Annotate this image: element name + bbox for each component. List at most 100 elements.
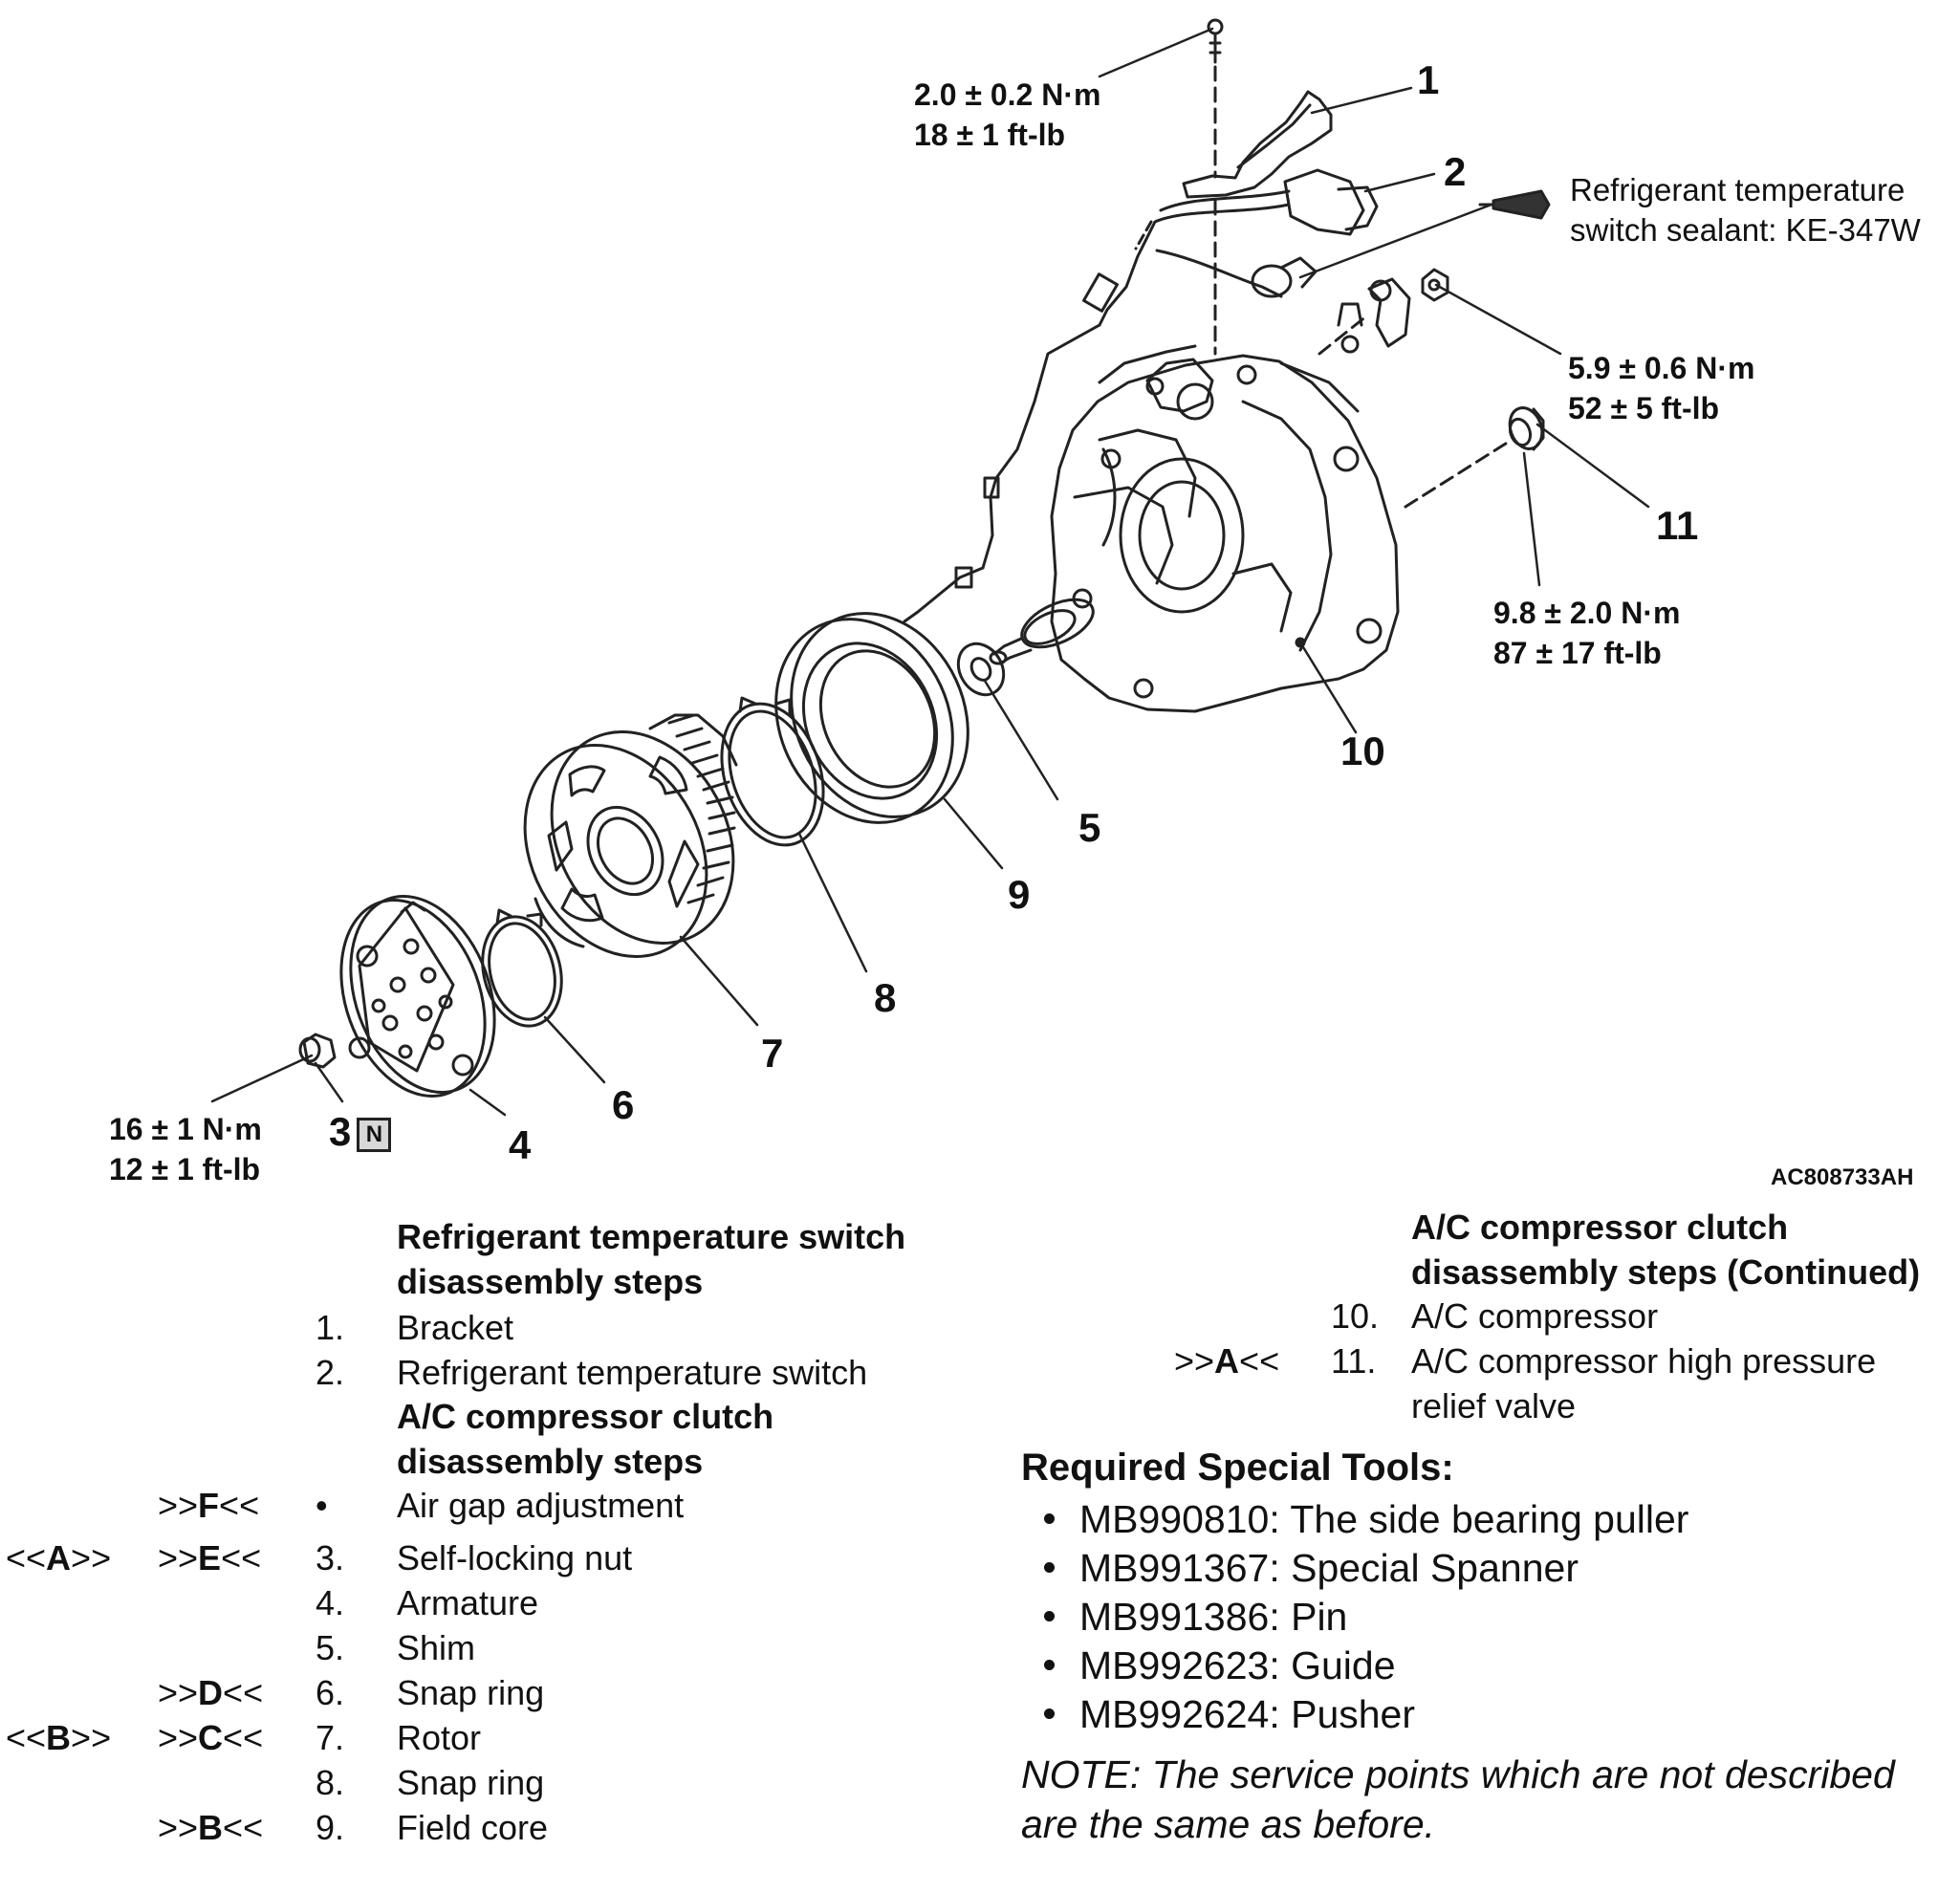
torque-ftlb: 52 ± 5 ft-lb bbox=[1568, 391, 1720, 425]
torque-bracket-bolt: 2.0 ± 0.2 N·m 18 ± 1 ft-lb bbox=[914, 75, 1100, 155]
step-number: 10. bbox=[1331, 1296, 1380, 1336]
step-text: Field core bbox=[397, 1808, 549, 1847]
tool-item: MB991367: Special Spanner bbox=[1021, 1544, 1688, 1593]
step-row: 4. Armature bbox=[0, 1583, 956, 1625]
step-row: >>A<< 11. A/C compressor high pressure r… bbox=[1147, 1341, 1960, 1429]
part-number-6: 6 bbox=[612, 1082, 635, 1127]
heading-line: disassembly steps (Continued) bbox=[1411, 1252, 1921, 1292]
required-tools-list: MB990810: The side bearing puller MB9913… bbox=[1021, 1495, 1688, 1739]
clip bbox=[1367, 277, 1411, 348]
step-row: 2. Refrigerant temperature switch bbox=[0, 1353, 956, 1395]
tool-text: MB992624: Pusher bbox=[1079, 1692, 1416, 1736]
ac-compressor bbox=[989, 302, 1400, 713]
step-number: 5. bbox=[316, 1628, 345, 1667]
bullet-icon bbox=[1044, 1512, 1055, 1524]
torque-nm: 16 ± 1 N·m bbox=[109, 1112, 262, 1146]
tool-item: MB992624: Pusher bbox=[1021, 1690, 1688, 1739]
step-row: 1. Bracket bbox=[0, 1308, 956, 1350]
service-note: NOTE: The service points which are not d… bbox=[1021, 1750, 1895, 1849]
torque-ftlb: 12 ± 1 ft-lb bbox=[109, 1152, 261, 1186]
relief-valve bbox=[1404, 406, 1545, 509]
shim bbox=[956, 642, 1006, 697]
tool-text: MB991367: Special Spanner bbox=[1079, 1546, 1579, 1590]
sealant-note: Refrigerant temperature switch sealant: … bbox=[1570, 170, 1921, 250]
install-service-point: >>A<< bbox=[1174, 1341, 1280, 1381]
sealant-line-1: Refrigerant temperature bbox=[1570, 172, 1906, 207]
part-number-7: 7 bbox=[761, 1031, 784, 1076]
step-number: 11. bbox=[1331, 1341, 1377, 1381]
refrigerant-temperature-switch bbox=[1081, 168, 1379, 327]
tool-item: MB991386: Pin bbox=[1021, 1593, 1688, 1642]
snap-ring-small bbox=[481, 908, 563, 1028]
exploded-view-drawing bbox=[210, 18, 1650, 1117]
bullet-icon bbox=[1044, 1659, 1055, 1670]
heading-line: Refrigerant temperature switch bbox=[397, 1217, 906, 1256]
bullet-icon bbox=[1044, 1610, 1055, 1621]
step-number: 8. bbox=[316, 1763, 345, 1802]
install-service-point: >>E<< bbox=[158, 1538, 262, 1578]
part-number-10: 10 bbox=[1340, 729, 1385, 773]
step-text: A/C compressor high pressure bbox=[1411, 1341, 1877, 1381]
install-service-point: >>D<< bbox=[158, 1673, 264, 1712]
figure-code: AC808733AH bbox=[1771, 1164, 1914, 1190]
part-number-4: 4 bbox=[509, 1122, 532, 1167]
tool-item: MB990810: The side bearing puller bbox=[1021, 1495, 1688, 1544]
step-text: A/C compressor bbox=[1411, 1296, 1659, 1336]
removal-service-point: <<A>> bbox=[6, 1538, 112, 1578]
step-text: Rotor bbox=[397, 1718, 482, 1757]
heading-line: A/C compressor clutch bbox=[1411, 1208, 1789, 1247]
install-service-point: >>F<< bbox=[158, 1486, 260, 1525]
heading-clutch-steps-continued: A/C compressor clutch disassembly steps … bbox=[1411, 1205, 1920, 1295]
rotor-pulley bbox=[523, 713, 738, 958]
torque-compressor-bolt: 5.9 ± 0.6 N·m 52 ± 5 ft-lb bbox=[1568, 348, 1754, 428]
step-row: <<A>> >>E<< 3. Self-locking nut bbox=[0, 1538, 956, 1580]
sealant-line-2: switch sealant: KE-347W bbox=[1570, 212, 1921, 248]
removal-service-point: <<B>> bbox=[6, 1718, 112, 1757]
step-number: 4. bbox=[316, 1583, 345, 1622]
torque-nm: 2.0 ± 0.2 N·m bbox=[914, 77, 1101, 112]
step-text: Self-locking nut bbox=[397, 1538, 633, 1578]
part-number-2: 2 bbox=[1444, 149, 1467, 194]
heading-line: disassembly steps bbox=[397, 1262, 704, 1301]
step-text: Snap ring bbox=[397, 1673, 545, 1712]
part-number-11: 11 bbox=[1656, 503, 1699, 548]
tool-text: MB991386: Pin bbox=[1079, 1595, 1348, 1639]
part-number-8: 8 bbox=[874, 975, 897, 1020]
step-text: Snap ring bbox=[397, 1763, 545, 1802]
heading-line: disassembly steps bbox=[397, 1442, 704, 1481]
torque-nm: 9.8 ± 2.0 N·m bbox=[1493, 596, 1681, 630]
torque-ftlb: 87 ± 17 ft-lb bbox=[1493, 636, 1662, 670]
part-number-1: 1 bbox=[1417, 57, 1440, 102]
step-text-continued: relief valve bbox=[1411, 1386, 1577, 1425]
heading-clutch-steps: A/C compressor clutch disassembly steps bbox=[397, 1394, 773, 1484]
install-service-point: >>B<< bbox=[158, 1808, 264, 1847]
snap-ring-large bbox=[720, 696, 825, 847]
armature bbox=[339, 895, 496, 1098]
torque-relief-valve: 9.8 ± 2.0 N·m 87 ± 17 ft-lb bbox=[1493, 593, 1680, 673]
step-number: 7. bbox=[316, 1718, 345, 1757]
tool-text: MB990810: The side bearing puller bbox=[1079, 1497, 1689, 1541]
tool-item: MB992623: Guide bbox=[1021, 1642, 1688, 1690]
step-row: >>B<< 9. Field core bbox=[0, 1808, 956, 1850]
step-number: 3. bbox=[316, 1538, 345, 1578]
sealant-tube bbox=[1492, 189, 1551, 220]
torque-nm: 5.9 ± 0.6 N·m bbox=[1568, 351, 1755, 385]
step-row: <<B>> >>C<< 7. Rotor bbox=[0, 1718, 956, 1760]
self-locking-nut bbox=[298, 1033, 337, 1069]
step-text: Armature bbox=[397, 1583, 539, 1622]
tool-text: MB992623: Guide bbox=[1079, 1643, 1396, 1687]
bracket-bolt bbox=[1207, 18, 1224, 64]
step-text: Air gap adjustment bbox=[397, 1486, 685, 1525]
note-line: are the same as before. bbox=[1021, 1802, 1436, 1846]
field-core bbox=[774, 612, 969, 824]
step-row: 10. A/C compressor bbox=[1147, 1296, 1960, 1338]
heading-switch-steps: Refrigerant temperature switch disassemb… bbox=[397, 1214, 905, 1304]
note-line: NOTE: The service points which are not d… bbox=[1021, 1752, 1895, 1796]
step-number: 2. bbox=[316, 1353, 345, 1392]
step-bullet: • bbox=[316, 1486, 328, 1525]
bullet-icon bbox=[1044, 1561, 1055, 1573]
heading-line: A/C compressor clutch bbox=[397, 1397, 774, 1436]
step-text: Bracket bbox=[397, 1308, 514, 1347]
